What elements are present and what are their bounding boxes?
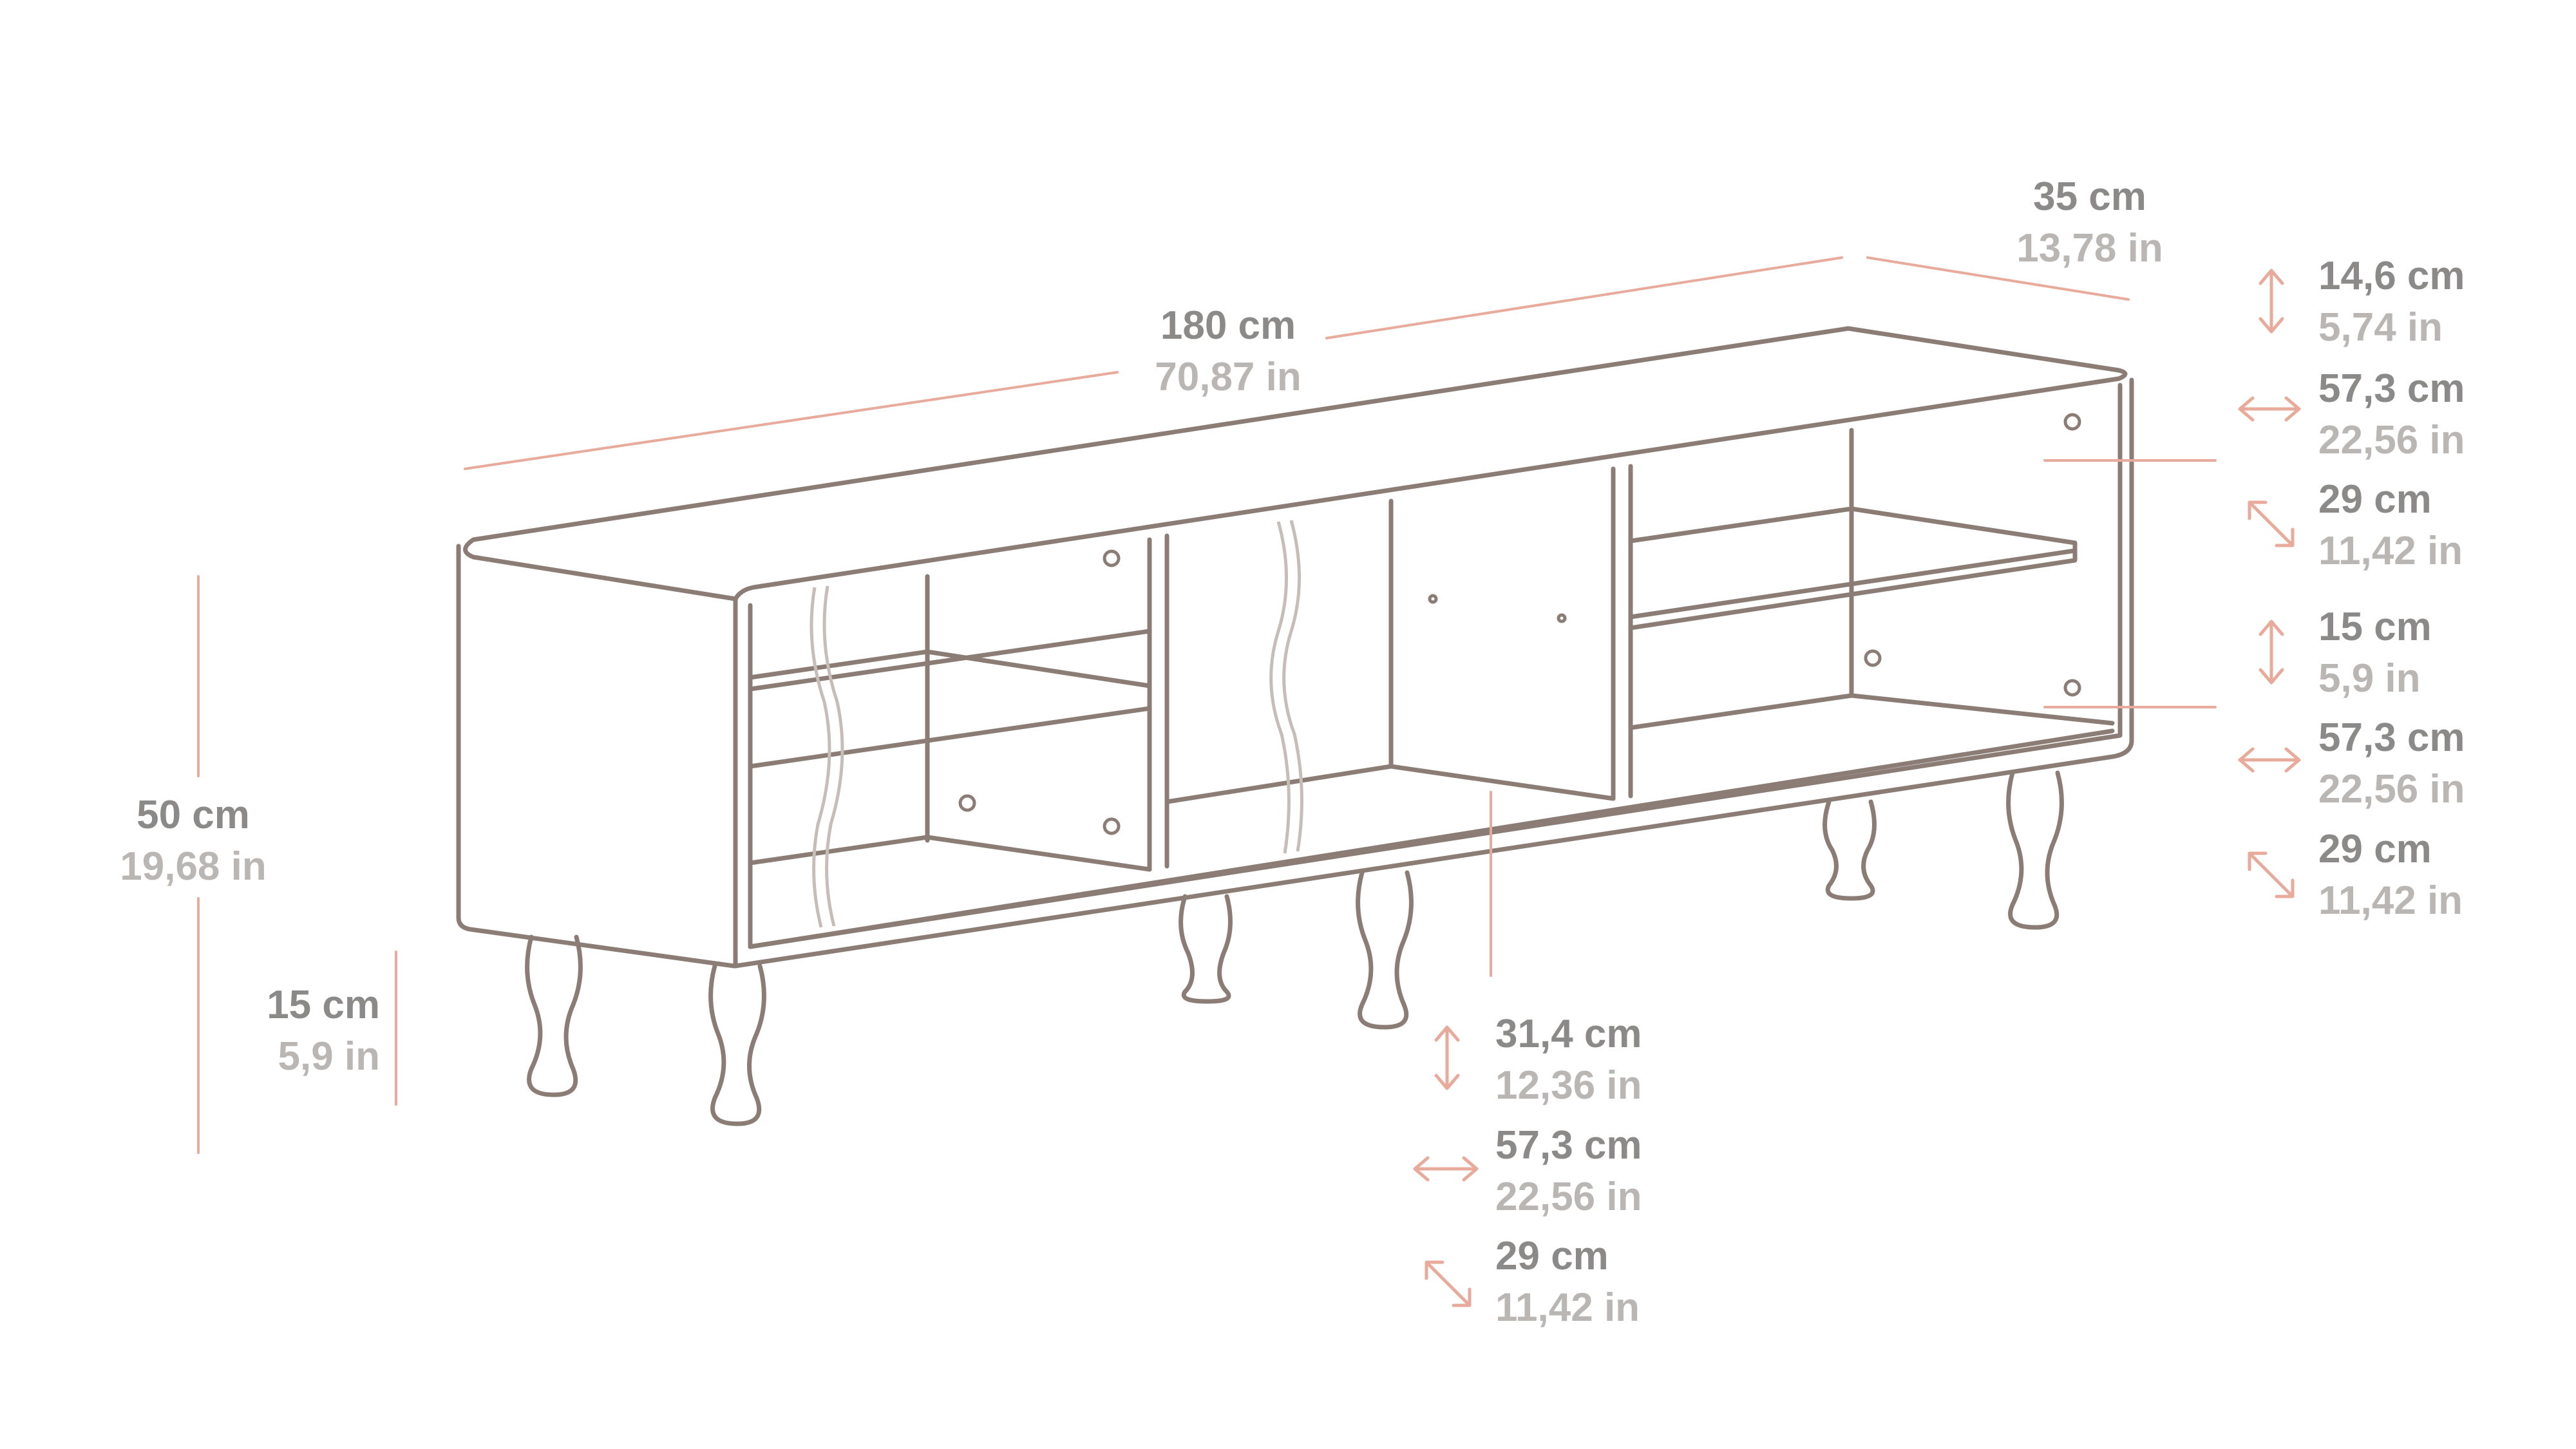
right-lower-width-cm: 57,3 cm	[2318, 715, 2465, 760]
middle-width-cm: 57,3 cm	[1495, 1123, 1642, 1168]
right-upper-depth-cm: 29 cm	[2318, 477, 2432, 522]
right-lower-height-cm: 15 cm	[2318, 605, 2432, 649]
right-lower-width-label: 57,3 cm 22,56 in	[2318, 718, 2465, 810]
vertical-arrow-icon	[1434, 1025, 1460, 1090]
right-upper-width-in: 22,56 in	[2318, 418, 2465, 462]
height-label: 50 cm 19,68 in	[120, 795, 266, 887]
right-lower-height-in: 5,9 in	[2318, 656, 2421, 701]
right-upper-width-label: 57,3 cm 22,56 in	[2318, 369, 2465, 460]
right-lower-depth-label: 29 cm 11,42 in	[2318, 829, 2463, 921]
right-lower-depth-cm: 29 cm	[2318, 827, 2432, 871]
glass-door-edges	[810, 520, 1303, 928]
middle-width-label: 57,3 cm 22,56 in	[1495, 1126, 1642, 1217]
right-upper-height-in: 5,74 in	[2318, 305, 2443, 350]
middle-height-cm: 31,4 cm	[1495, 1012, 1642, 1056]
leg-height-in: 5,9 in	[278, 1034, 380, 1079]
right-upper-height-cm: 14,6 cm	[2318, 254, 2465, 298]
depth-in: 13,78 in	[2016, 226, 2163, 270]
right-upper-depth-label: 29 cm 11,42 in	[2318, 480, 2463, 571]
right-lower-depth-in: 11,42 in	[2318, 878, 2463, 923]
diagonal-arrow-icon	[1425, 1260, 1472, 1307]
middle-height-in: 12,36 in	[1495, 1063, 1642, 1108]
right-upper-height-label: 14,6 cm 5,74 in	[2318, 256, 2465, 348]
diagonal-arrow-icon	[2248, 851, 2295, 898]
middle-depth-cm: 29 cm	[1495, 1234, 1609, 1278]
height-cm: 50 cm	[137, 793, 250, 837]
depth-cm: 35 cm	[2033, 175, 2146, 219]
horizontal-arrow-icon	[1413, 1156, 1479, 1182]
right-lower-height-label: 15 cm 5,9 in	[2318, 607, 2432, 699]
leg-height-cm: 15 cm	[267, 983, 380, 1027]
right-upper-depth-in: 11,42 in	[2318, 529, 2463, 573]
screws	[958, 413, 2081, 835]
vertical-arrow-icon	[2259, 269, 2284, 334]
dimension-lines	[197, 256, 2217, 1154]
middle-width-in: 22,56 in	[1495, 1175, 1642, 1219]
cabinet-outline	[456, 326, 2134, 1126]
right-upper-width-cm: 57,3 cm	[2318, 366, 2465, 411]
length-cm: 180 cm	[1160, 303, 1296, 348]
height-in: 19,68 in	[120, 844, 267, 889]
middle-height-label: 31,4 cm 12,36 in	[1495, 1014, 1642, 1106]
middle-depth-in: 11,42 in	[1495, 1285, 1640, 1330]
vertical-arrow-icon	[2259, 620, 2284, 685]
right-lower-width-in: 22,56 in	[2318, 767, 2465, 811]
middle-depth-label: 29 cm 11,42 in	[1495, 1236, 1640, 1328]
leg-height-label: 15 cm 5,9 in	[267, 985, 380, 1077]
horizontal-arrow-icon	[2238, 747, 2301, 773]
horizontal-arrow-icon	[2238, 396, 2301, 422]
length-label: 180 cm 70,87 in	[1155, 306, 1301, 397]
depth-label: 35 cm 13,78 in	[2016, 177, 2163, 269]
length-in: 70,87 in	[1155, 355, 1302, 399]
arrow-icons	[1413, 269, 2301, 1307]
diagonal-arrow-icon	[2248, 500, 2295, 547]
